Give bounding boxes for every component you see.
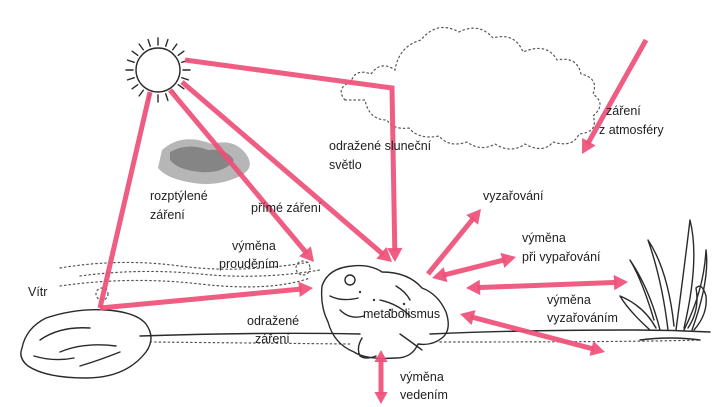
- arrow-radiation-exchange-shaft: [477, 282, 617, 287]
- heat-flow-arrows: [100, 40, 646, 404]
- arrow-reflected: [100, 282, 313, 308]
- arrow-radiating-out-shaft: [428, 218, 474, 274]
- sun-ray: [173, 44, 177, 50]
- label-metabolism: metabolismus: [363, 307, 440, 321]
- sun-ray: [139, 44, 143, 50]
- arrow-radiating-out: [428, 209, 481, 274]
- sun-ray: [139, 90, 143, 96]
- sun-ray: [128, 60, 135, 62]
- arrow-sun-to-ground-shaft: [100, 92, 150, 308]
- arrow-evaporation-head: [501, 253, 516, 268]
- arrow-lower-right-head: [590, 341, 605, 356]
- label-convection: výměna prouděním: [219, 239, 279, 271]
- rock-icon: [21, 310, 151, 378]
- wind-lines: [60, 261, 320, 300]
- arrow-reflected-shaft: [100, 289, 302, 308]
- arrow-radiation-exchange-head: [614, 275, 628, 290]
- label-direct: přímé záření: [251, 201, 322, 215]
- sun-ray: [148, 40, 150, 47]
- label-wind: Vítr: [28, 285, 47, 299]
- label-radiation-exchange: výměna vyzařováním: [547, 293, 618, 325]
- arrow-reflected-head: [298, 282, 313, 297]
- diffuse-cloud-icon: [158, 139, 250, 184]
- sun-ray: [166, 94, 168, 101]
- sun-ray: [166, 40, 168, 47]
- sun-ray: [178, 51, 184, 55]
- arrow-evaporation-shaft: [443, 260, 505, 276]
- arrow-radiation-exchange-head-start: [466, 280, 480, 295]
- plant-icon: [620, 220, 707, 340]
- arrow-lower-right-head-start: [460, 310, 475, 325]
- sun-icon: [126, 38, 190, 102]
- label-evaporation: výměna při vypařování: [522, 231, 601, 264]
- arrow-conduction-head: [374, 392, 387, 404]
- sun-ray: [132, 85, 138, 89]
- sun-ray: [182, 78, 189, 80]
- label-radiating-out: vyzařování: [483, 189, 544, 203]
- label-diffuse: rozptýlené záření: [150, 189, 211, 222]
- label-atmosphere: záření z atmosféry: [599, 104, 664, 137]
- arrow-sun-to-ground: [100, 92, 150, 308]
- label-conduction: výměna vedením: [400, 370, 448, 402]
- label-reflected: odražené záření: [247, 314, 303, 346]
- label-sun-reflected: odražené sluneční světlo: [329, 139, 435, 172]
- ground-line: [140, 330, 710, 344]
- sun-ray: [128, 78, 135, 80]
- sun-ray: [132, 51, 138, 55]
